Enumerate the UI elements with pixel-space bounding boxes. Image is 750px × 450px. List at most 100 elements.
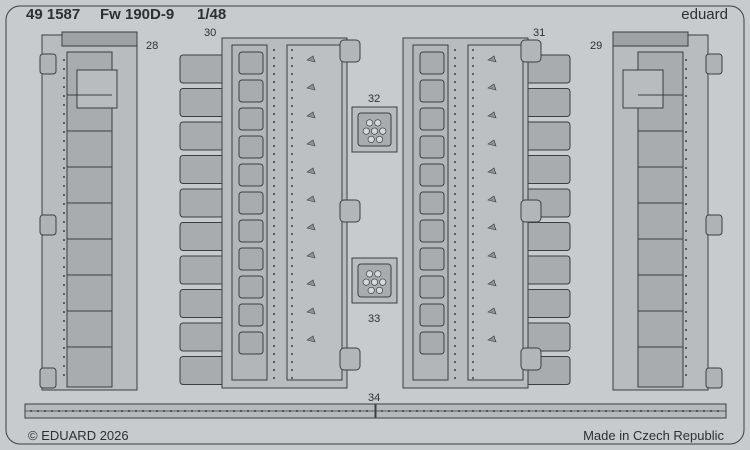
strip-31-tab-top [520, 39, 542, 63]
strip-30-rivet-a [273, 329, 275, 331]
strip-31-rivet-a [454, 65, 456, 67]
door-29-tab-0 [705, 53, 723, 75]
strip-30-rivet-a [273, 297, 275, 299]
strip-31-rivet-a [454, 337, 456, 339]
strip-30-rivet-b [291, 81, 293, 83]
plate-33-hole-3 [370, 278, 379, 286]
rail-34-rivets-0 [65, 410, 67, 412]
rail-34-rivets-0 [247, 410, 249, 412]
door-29-rivet [685, 194, 687, 196]
rail-34-rivets-0 [317, 410, 319, 412]
rail-34-rivets-0 [51, 410, 53, 412]
strip-30-rivet-b [291, 297, 293, 299]
strip-30-rivet-a [273, 305, 275, 307]
strip-31-rivet-a [454, 57, 456, 59]
door-28-rivet [63, 266, 65, 268]
strip-30-hinge-1 [306, 83, 316, 91]
strip-30-rivet-b [291, 265, 293, 267]
strip-30-rivet-a [273, 177, 275, 179]
rail-34-rivets-0 [100, 410, 102, 412]
strip-31-rivet-a [454, 113, 456, 115]
strip-30-rivet-a [273, 145, 275, 147]
rail-34-rivets-1 [486, 410, 488, 412]
rail-34-rivets-1 [402, 410, 404, 412]
strip-31-rivet-b [472, 305, 474, 307]
door-29-rivet [685, 212, 687, 214]
strip-30-rivet-b [291, 137, 293, 139]
rail-34-rivets-0 [303, 410, 305, 412]
strip-31-rivet-b [472, 129, 474, 131]
strip-31-rivet-a [454, 273, 456, 275]
door-29-rivet [685, 149, 687, 151]
strip-30-hinge-9 [306, 307, 316, 315]
door-29-rivet [685, 86, 687, 88]
door-28-rivet [63, 59, 65, 61]
rail-34-rivets-1 [682, 410, 684, 412]
strip-31-cell-2 [419, 107, 445, 131]
door-29-rivet [685, 338, 687, 340]
rail-34-rivets-1 [640, 410, 642, 412]
rail-34-rivets-1 [542, 410, 544, 412]
strip-31-hinge-6 [487, 223, 497, 231]
strip-31-hinge-1 [487, 83, 497, 91]
strip-30-cell-7 [238, 247, 264, 271]
strip-31-rivet-a [454, 305, 456, 307]
strip-31-right-col [467, 44, 524, 381]
strip-31-rivet-b [472, 121, 474, 123]
door-29-header [612, 31, 689, 47]
strip-31-cell-7 [419, 247, 445, 271]
strip-30-hinge-2 [306, 111, 316, 119]
strip-30-hinge-8 [306, 279, 316, 287]
rail-34-rivets-0 [184, 410, 186, 412]
door-29-rivet [685, 68, 687, 70]
door-29-rivet [685, 203, 687, 205]
plate-33-hole-0 [365, 270, 374, 278]
door-28-rivet [63, 365, 65, 367]
door-28-rivet [63, 149, 65, 151]
strip-30-rivet-a [273, 73, 275, 75]
strip-31-rivet-a [454, 217, 456, 219]
door-29-tab-1 [705, 214, 723, 236]
rail-34-rivets-0 [149, 410, 151, 412]
strip-30-rivet-b [291, 105, 293, 107]
strip-31-rivet-a [454, 185, 456, 187]
strip-31-rivet-a [454, 249, 456, 251]
rail-34-rivets-0 [212, 410, 214, 412]
strip-30-hinge-4 [306, 167, 316, 175]
door-29-rivet [685, 122, 687, 124]
plate-32-hole-1 [374, 119, 382, 127]
rail-34-rivets-0 [142, 410, 144, 412]
door-29-rivet [685, 356, 687, 358]
door-28-rivet [63, 104, 65, 106]
strip-30-rivet-b [291, 257, 293, 259]
plate-32-hole-5 [367, 135, 375, 143]
door-29-rivet [685, 329, 687, 331]
strip-30-rivet-a [273, 233, 275, 235]
rail-34-rivets-1 [612, 410, 614, 412]
strip-30-cell-5 [238, 191, 264, 215]
strip-31-rivet-a [454, 137, 456, 139]
strip-30-rivet-b [291, 193, 293, 195]
strip-30-rivet-b [291, 313, 293, 315]
rail-34-rivets-1 [381, 410, 383, 412]
strip-31-rivet-b [472, 113, 474, 115]
strip-31-cell-0 [419, 51, 445, 75]
strip-30-tab-top [339, 39, 361, 63]
rail-34-rivets-0 [128, 410, 130, 412]
rail-34-rivets-1 [472, 410, 474, 412]
door-29-rivet [685, 257, 687, 259]
strip-31-rivet-a [454, 129, 456, 131]
strip-30-rivet-b [291, 241, 293, 243]
rail-34-rivets-1 [689, 410, 691, 412]
strip-31-cell-3 [419, 135, 445, 159]
rail-34-rivets-0 [226, 410, 228, 412]
strip-31-rivet-a [454, 257, 456, 259]
strip-31-rivet-a [454, 97, 456, 99]
strip-30-rivet-b [291, 73, 293, 75]
strip-31-rivet-a [454, 361, 456, 363]
strip-31-rivet-b [472, 145, 474, 147]
strip-30-rivet-a [273, 193, 275, 195]
rail-34-rivets-1 [654, 410, 656, 412]
strip-31-rivet-b [472, 177, 474, 179]
door-29-rivet [685, 131, 687, 133]
